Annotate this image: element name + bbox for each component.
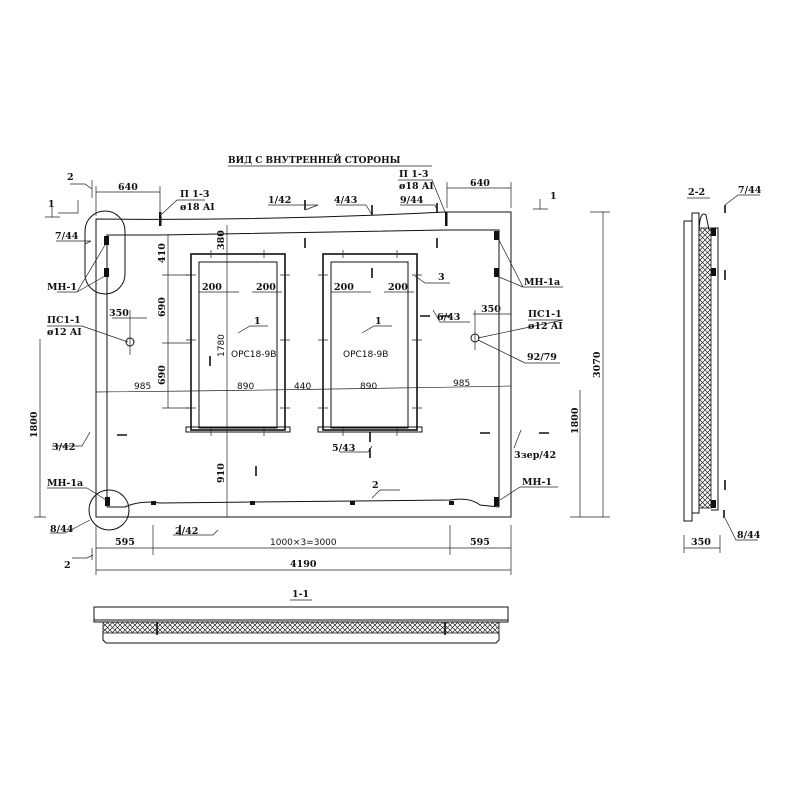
dim-1800-right: 1800 — [570, 407, 581, 434]
dim-3000: 1000×3=3000 — [270, 538, 337, 548]
section-2-2-title: 2-2 — [688, 187, 705, 198]
dim-200-a: 200 — [202, 282, 222, 293]
callout-3: 3 — [438, 272, 445, 283]
dim-595-left: 595 — [115, 537, 135, 548]
callout-p13-right: П 1-3 — [399, 169, 428, 180]
callout-92-79: 92/79 — [527, 352, 557, 363]
section-1-1-title: 1-1 — [292, 589, 309, 600]
dimension-lines — [34, 182, 610, 575]
dim-350-left: 350 — [109, 308, 129, 319]
dim-1800-left: 1800 — [29, 411, 40, 438]
callout-mn1-right: МН-1 — [522, 477, 552, 488]
section-callout-7-44: 7/44 — [738, 185, 762, 196]
dim-690-b: 690 — [157, 365, 168, 385]
dim-200-b: 200 — [256, 282, 276, 293]
dim-4190: 4190 — [290, 559, 317, 570]
dim-380: 380 — [216, 230, 227, 250]
dim-350-section: 350 — [691, 537, 711, 548]
callout-ps11-left: ПС1-1 — [47, 315, 81, 326]
callout-1-42: 1/42 — [268, 195, 291, 206]
dim-200-d: 200 — [388, 282, 408, 293]
dim-200-c: 200 — [334, 282, 354, 293]
dim-640-left: 640 — [118, 182, 138, 193]
window-left — [185, 253, 291, 433]
dim-410: 410 — [157, 243, 168, 263]
callout-ps11-right: ПС1-1 — [528, 309, 562, 320]
callout-mn1a-left: МН-1а — [47, 478, 83, 489]
view-title: ВИД С ВНУТРЕННЕЙ СТОРОНЫ — [228, 153, 401, 166]
callout-ps11-right-bar: ø12 AI — [528, 321, 563, 332]
section-mark-1-right: 1 — [550, 191, 557, 202]
callout-4-43: 4/43 — [334, 195, 357, 206]
section-mark-2-top: 2 — [67, 172, 74, 183]
window-type-right: ОРС18-9В — [343, 350, 388, 360]
dim-350-right: 350 — [481, 304, 501, 315]
callout-3zer-42: 3зер/42 — [514, 450, 556, 461]
dim-890-left: 890 — [237, 382, 254, 392]
dim-3070: 3070 — [592, 351, 603, 378]
section-callout-8-44: 8/44 — [737, 530, 761, 541]
callout-8-44: 8/44 — [50, 524, 74, 535]
dim-640-right: 640 — [470, 178, 490, 189]
dim-595-right: 595 — [470, 537, 490, 548]
callout-2: 2 — [372, 480, 379, 491]
detail-circle-8-44 — [88, 489, 130, 531]
section-2-2: 2-2 7/44 8/44 350 — [683, 185, 762, 553]
dim-440: 440 — [294, 382, 311, 392]
section-mark-1-left: 1 — [48, 199, 55, 210]
window-position-left: 1 — [254, 316, 261, 327]
callout-5-43: 5/43 — [332, 443, 355, 454]
loop-marks — [117, 200, 549, 535]
callout-9-44: 9/44 — [400, 195, 424, 206]
callout-mn1a-right: МН-1а — [524, 277, 560, 288]
callout-2-42: 2/42 — [175, 526, 198, 537]
callout-p13-left-bar: ø18 AI — [180, 202, 215, 213]
callout-7-44: 7/44 — [55, 231, 79, 242]
detail-oval-7-44 — [84, 210, 126, 295]
section-1-1: 1-1 — [93, 589, 509, 644]
callout-mn1-left: МН-1 — [47, 282, 77, 293]
callout-p13-left: П 1-3 — [180, 189, 209, 200]
dim-690-a: 690 — [157, 297, 168, 317]
dim-890-right: 890 — [360, 382, 377, 392]
callout-6-43: 6/43 — [437, 312, 460, 323]
callout-3-42: 3/42 — [52, 442, 75, 453]
leader-lines — [45, 179, 564, 560]
window-type-left: ОРС18-9В — [231, 350, 276, 360]
window-position-right: 1 — [375, 316, 382, 327]
section-mark-2-bottom: 2 — [64, 560, 71, 571]
dim-985-left: 985 — [134, 382, 151, 392]
callout-p13-right-bar: ø18 AI — [399, 181, 434, 192]
dim-910: 910 — [216, 463, 227, 483]
embedded-plates — [104, 212, 499, 506]
dim-985-right: 985 — [453, 379, 470, 389]
dim-1780: 1780 — [217, 334, 227, 357]
window-right — [317, 253, 423, 433]
callout-ps11-left-bar: ø12 AI — [47, 327, 82, 338]
